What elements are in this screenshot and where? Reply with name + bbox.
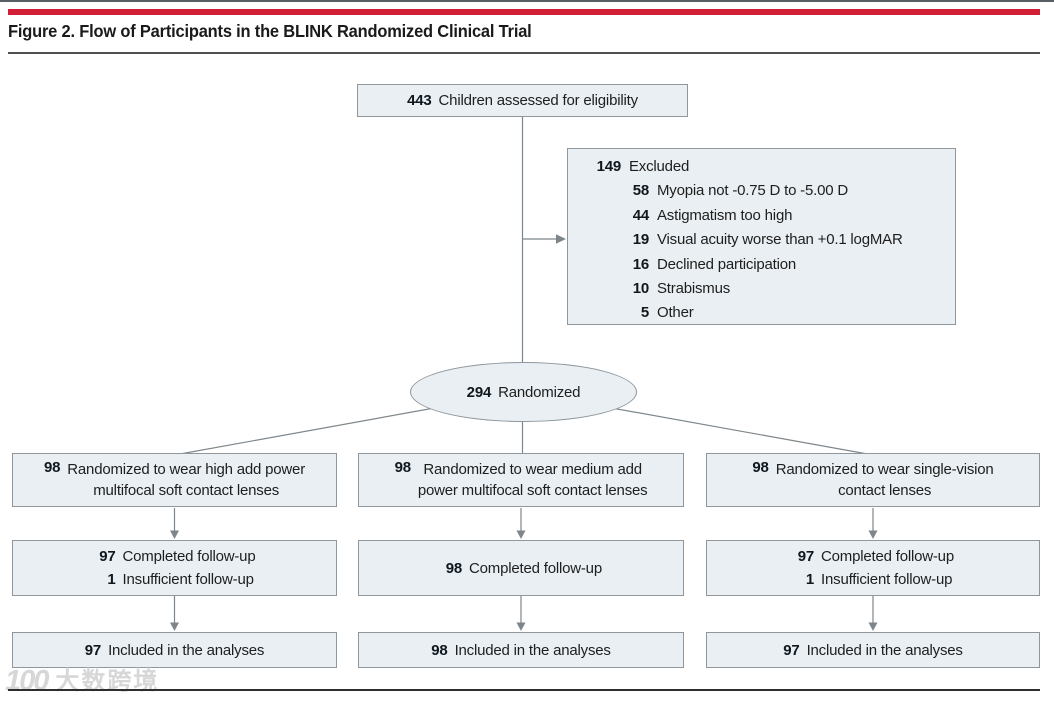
arm-label-line1: Randomized to wear single-vision (775, 461, 994, 478)
arm-label-line2: power multifocal soft contact lenses (417, 482, 648, 499)
analysis-label: Included in the analyses (454, 641, 611, 659)
eligibility-label: Children assessed for eligibility (438, 92, 639, 109)
watermark: 100 大数跨境 (5, 666, 159, 696)
followup-box-single-vision: 97 Completed follow-up 1 Insufficient fo… (706, 540, 1040, 596)
followup-count: 97 (797, 548, 815, 565)
excluded-reason-row: 58 Myopia not -0.75 D to -5.00 D (585, 179, 955, 203)
arrowheads (170, 234, 878, 631)
arrowhead-right-followup (868, 530, 878, 539)
watermark-logo: 100 (5, 665, 49, 697)
followup-label: Insufficient follow-up (122, 571, 254, 588)
eligibility-count: 443 (407, 92, 432, 109)
reason-count: 16 (632, 255, 649, 273)
accent-bar (8, 9, 1040, 15)
arrowhead-excluded (556, 234, 566, 244)
excluded-reason-row: 44 Astigmatism too high (585, 204, 955, 228)
followup-count: 1 (805, 571, 815, 588)
excluded-count: 149 (596, 158, 622, 175)
arm-box-medium-add: 98 Randomized to wear medium add power m… (358, 453, 684, 507)
arrowhead-left-followup (170, 530, 179, 539)
arm-box-single-vision: 98 Randomized to wear single-vision cont… (706, 453, 1040, 507)
followup-row: 97 Completed follow-up (94, 545, 256, 568)
reason-label: Visual acuity worse than +0.1 logMAR (657, 231, 903, 249)
bottom-rule (8, 689, 1040, 691)
arrowhead-right-analysis (868, 622, 878, 631)
analysis-label: Included in the analyses (108, 641, 265, 659)
analysis-count: 98 (431, 641, 448, 659)
arrowhead-left-analysis (170, 622, 179, 631)
followup-row: 97 Completed follow-up (792, 545, 954, 568)
analysis-count: 97 (84, 641, 102, 659)
reason-label: Declined participation (657, 255, 797, 273)
followup-row: 98 Completed follow-up (440, 557, 602, 580)
reason-count: 5 (640, 304, 649, 322)
top-edge-rule (0, 0, 1054, 2)
randomized-label: Randomized (498, 383, 581, 401)
reason-count: 44 (632, 206, 649, 224)
analysis-box-medium-add: 98 Included in the analyses (358, 632, 684, 668)
reason-label: Strabismus (657, 280, 731, 298)
followup-count: 98 (445, 559, 463, 577)
excluded-reason-row: 10 Strabismus (585, 277, 955, 301)
followup-box-high-add: 97 Completed follow-up 1 Insufficient fo… (12, 540, 337, 596)
arm-label-line2: contact lenses (838, 482, 932, 499)
reason-count: 19 (632, 231, 649, 249)
excluded-reason-row: 16 Declined participation (585, 253, 955, 277)
followup-label: Completed follow-up (469, 559, 602, 577)
excluded-label: Excluded (629, 158, 690, 175)
reason-count: 10 (632, 280, 649, 298)
excluded-reason-row: 5 Other (585, 301, 955, 325)
randomized-ellipse: 294 Randomized (410, 362, 637, 422)
reason-count: 58 (632, 182, 649, 200)
followup-count: 97 (99, 548, 116, 565)
followup-row: 1 Insufficient follow-up (94, 568, 256, 591)
followup-count: 1 (107, 571, 116, 588)
analysis-box-high-add: 97 Included in the analyses (12, 632, 337, 668)
arm-box-high-add: 98 Randomized to wear high add power mul… (12, 453, 337, 507)
figure-title: Figure 2. Flow of Participants in the BL… (8, 21, 532, 41)
arm-count: 98 (752, 459, 769, 476)
excluded-box: 149 Excluded 58 Myopia not -0.75 D to -5… (567, 148, 956, 325)
randomized-count: 294 (466, 383, 492, 401)
followup-label: Completed follow-up (122, 548, 256, 565)
arrowhead-mid-analysis (516, 622, 526, 631)
analysis-label: Included in the analyses (806, 641, 963, 659)
reason-label: Other (657, 304, 694, 322)
followup-box-medium-add: 98 Completed follow-up (358, 540, 684, 596)
arm-label-line1: Randomized to wear medium add (423, 461, 642, 478)
analysis-box-single-vision: 97 Included in the analyses (706, 632, 1040, 668)
arm-count: 98 (43, 459, 61, 476)
arm-label-line2: multifocal soft contact lenses (93, 482, 280, 499)
arm-label-line1: Randomized to wear high add power (67, 461, 305, 478)
arrowhead-mid-followup (516, 530, 526, 539)
followup-label: Completed follow-up (821, 548, 954, 565)
title-rule (8, 52, 1040, 54)
followup-row: 1 Insufficient follow-up (792, 568, 954, 591)
excluded-reason-row: 19 Visual acuity worse than +0.1 logMAR (585, 228, 955, 252)
reason-label: Myopia not -0.75 D to -5.00 D (657, 182, 848, 200)
analysis-count: 97 (783, 641, 800, 659)
arm-count: 98 (394, 459, 412, 476)
eligibility-box: 443 Children assessed for eligibility (357, 84, 688, 117)
followup-label: Insufficient follow-up (821, 571, 953, 588)
watermark-text: 大数跨境 (55, 668, 160, 695)
excluded-header-row: 149 Excluded (585, 155, 955, 179)
reason-label: Astigmatism too high (657, 206, 793, 224)
